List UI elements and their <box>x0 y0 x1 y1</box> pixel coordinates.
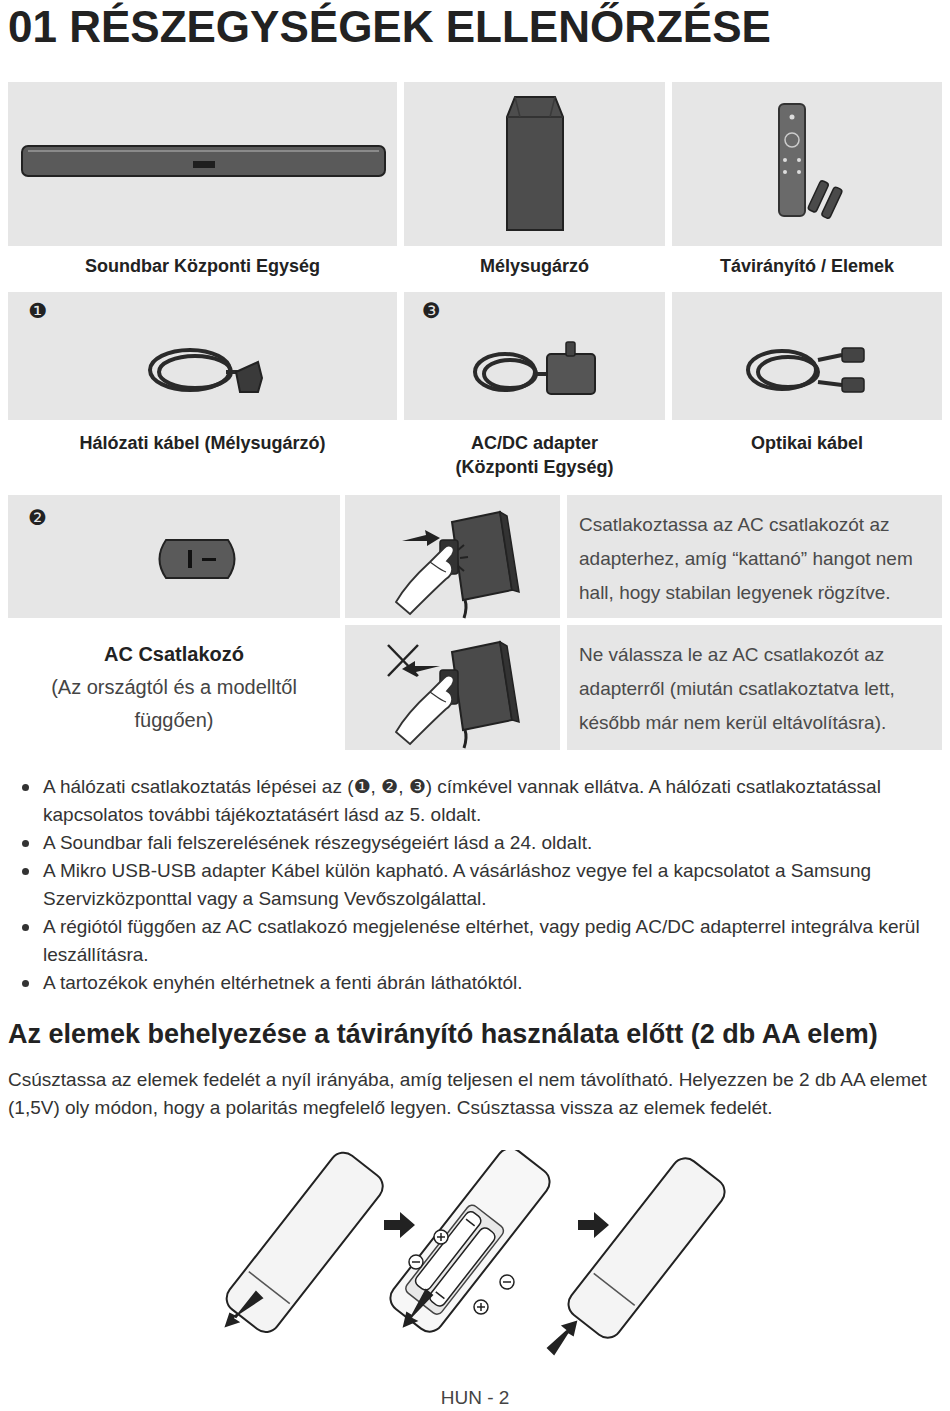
part-subcaption: (Az országtól és a modelltől függően) <box>29 671 319 737</box>
part-panel: Távirányító / Elemek <box>672 82 942 287</box>
part-panel: Soundbar Központi Egység <box>8 82 397 287</box>
section-heading: Az elemek behelyezése a távirányító hasz… <box>8 1017 943 1052</box>
bullet-note: A Soundbar fali felszerelésének részegys… <box>43 829 938 857</box>
battery-illustration <box>0 1150 950 1375</box>
part-panel: Optikai kábel <box>672 292 942 487</box>
part-caption: Távirányító / Elemek <box>672 254 942 278</box>
part-panel: Mélysugárzó <box>404 82 665 287</box>
note-text: Csatlakoztassa az AC csatlakozót az adap… <box>579 508 937 610</box>
page-title: 01 RÉSZEGYSÉGEK ELLENŐRZÉSE <box>8 2 943 52</box>
bullet-note: A Mikro USB-USB adapter Kábel külön kaph… <box>43 857 938 913</box>
part-caption: Soundbar Központi Egység <box>8 254 397 278</box>
callout-number: ❷ <box>28 505 68 531</box>
bullet-note: A hálózati csatlakoztatás lépései az (❶,… <box>43 773 938 829</box>
bullet-dot <box>22 924 29 931</box>
part-caption: AC Csatlakozó <box>8 639 340 669</box>
part-panel: ❸ AC/DC adapter (Központi Egység) <box>404 292 665 487</box>
bullet-dot <box>22 784 29 791</box>
part-panel: ❷ AC Csatlakozó(Az országtól és a modellt… <box>8 495 340 750</box>
part-caption: Hálózati kábel (Mélysugárzó) <box>8 431 397 455</box>
part-caption: Mélysugárzó <box>404 254 665 278</box>
page-number: HUN - 2 <box>375 1386 575 1410</box>
bullet-dot <box>22 980 29 987</box>
note-box: Csatlakoztassa az AC csatlakozót az adap… <box>567 495 942 618</box>
bullet-dot <box>22 868 29 875</box>
callout-number: ❸ <box>422 298 462 324</box>
bullet-note: A régiótól függően az AC csatlakozó megj… <box>43 913 938 969</box>
part-caption: Optikai kábel <box>672 431 942 455</box>
bullet-dot <box>22 840 29 847</box>
bullet-note: A tartozékok enyhén eltérhetnek a fenti … <box>43 969 938 997</box>
instruction-text: Csúsztassa az elemek fedelét a nyíl irán… <box>8 1066 943 1122</box>
part-panel: ❶ Hálózati kábel (Mélysugárzó) <box>8 292 397 487</box>
note-text: Ne válassza le az AC csatlakozót az adap… <box>579 638 937 740</box>
callout-number: ❶ <box>28 298 68 324</box>
part-caption: AC/DC adapter (Központi Egység) <box>434 431 635 479</box>
note-box: Ne válassza le az AC csatlakozót az adap… <box>567 625 942 750</box>
